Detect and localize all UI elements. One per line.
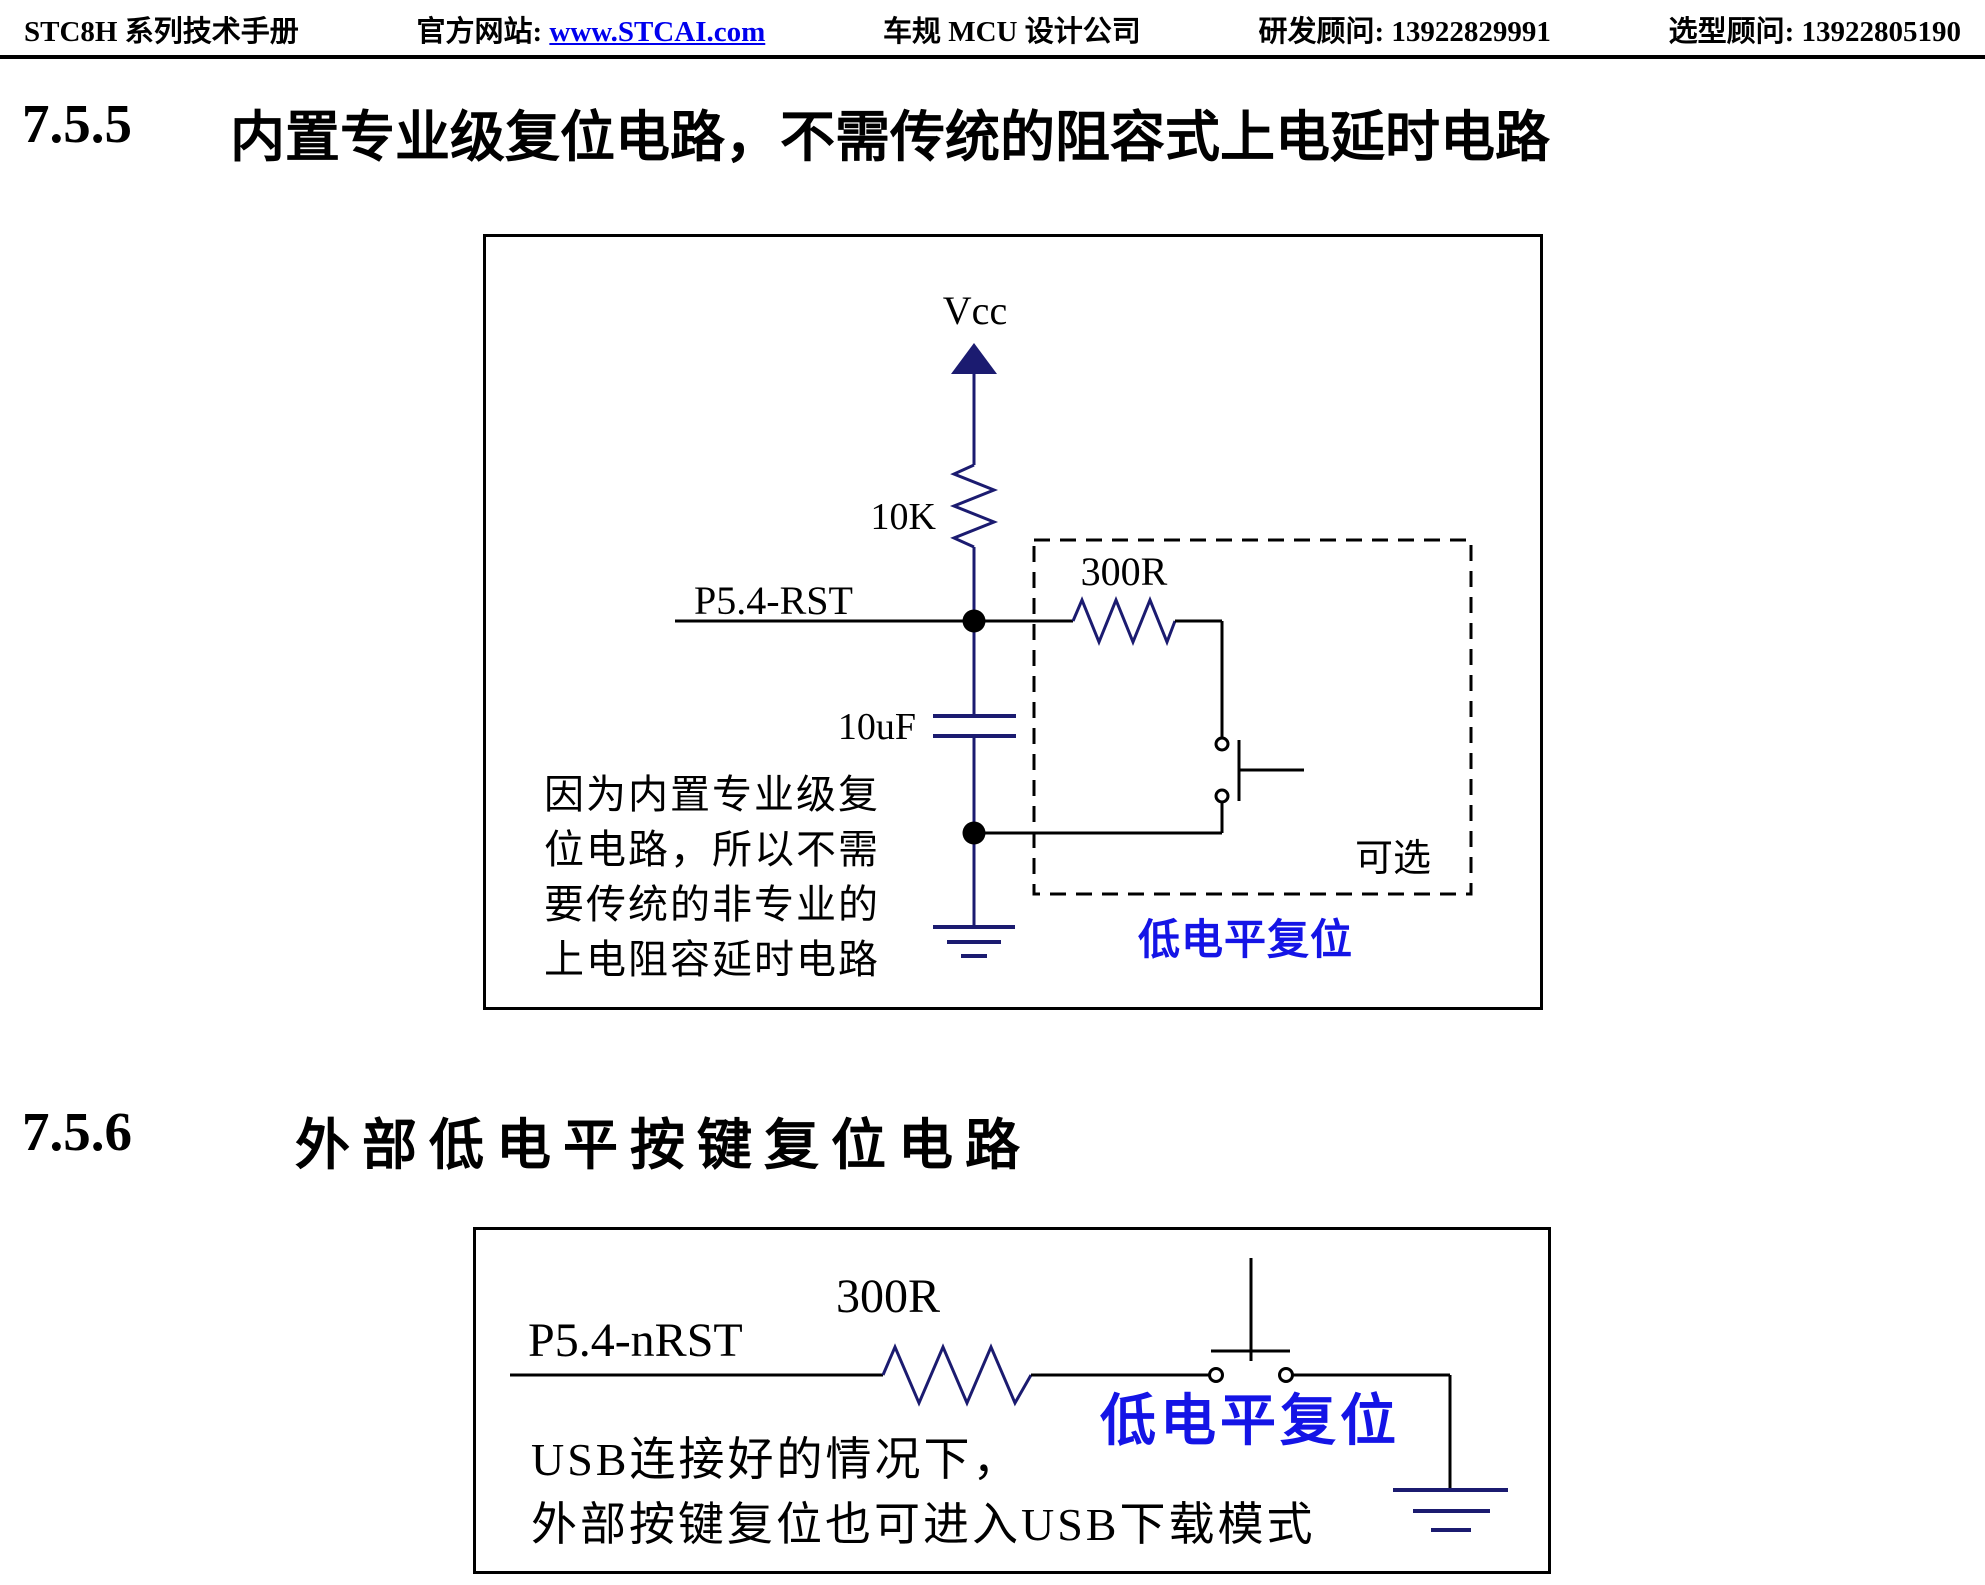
note-line: 要传统的非专业的 (544, 882, 880, 927)
circuit2-box: P5.4-nRST 300R 低电平复位 USB连接好的情况下， 外部按键复位也… (473, 1227, 1551, 1574)
low-level-reset-label: 低电平复位 (1138, 918, 1354, 964)
circuit1-note: 因为内置专业级复 位电路，所以不需 要传统的非专业的 上电阻容延时电路 (544, 767, 880, 987)
section-7-5-6-title: 外部低电平按键复位电路 (295, 1115, 1033, 1176)
note-line: 上电阻容延时电路 (544, 937, 880, 982)
series-resistor-icon (1071, 596, 1177, 647)
website-label: 官方网站: (416, 16, 550, 48)
switch-contact-left (1208, 1367, 1224, 1383)
page-header: STC8H 系列技术手册 官方网站: www.STCAI.com 车规 MCU … (0, 8, 1985, 50)
header-divider (0, 55, 1985, 59)
section-7-5-5-number: 7.5.5 (22, 93, 132, 154)
circuit2-note: USB连接好的情况下， 外部按键复位也可进入USB下载模式 (531, 1427, 1315, 1557)
switch-contact-right (1278, 1367, 1294, 1383)
note-line: USB连接好的情况下， (531, 1434, 1022, 1485)
optional-label: 可选 (1355, 838, 1432, 880)
manual-title: STC8H 系列技术手册 (24, 16, 299, 48)
section-7-5-6-number: 7.5.6 (22, 1101, 132, 1162)
selection-consultant-label: 选型顾问: 13922805190 (1668, 16, 1961, 48)
junction-dot-bottom (962, 821, 986, 845)
vcc-arrow-icon (951, 343, 997, 374)
website-item: 官方网站: www.STCAI.com (416, 8, 765, 50)
company-label: 车规 MCU 设计公司 (882, 16, 1141, 48)
pullup-resistor-icon (949, 463, 999, 549)
low-level-reset-label: 低电平复位 (1100, 1391, 1400, 1453)
pullup-resistor-label: 10K (870, 496, 936, 538)
circuit1-box: Vcc 10K P5.4-RST 300R 10uF 可选 低电平复位 因为内置… (483, 234, 1543, 1010)
rst-pin-label: P5.4-RST (694, 578, 853, 623)
vcc-label: Vcc (942, 288, 1008, 333)
website-link[interactable]: www.STCAI.com (549, 16, 766, 48)
note-line: 因为内置专业级复 (544, 772, 880, 817)
switch-contact-top (1214, 736, 1230, 752)
section-7-5-5-title: 内置专业级复位电路，不需传统的阻容式上电延时电路 (230, 107, 1551, 168)
switch-contact-bottom (1214, 788, 1230, 804)
rd-consultant-label: 研发顾问: 13922829991 (1258, 16, 1551, 48)
note-line: 位电路，所以不需 (544, 827, 880, 872)
capacitor-label: 10uF (837, 706, 916, 748)
series-resistor-label: 300R (1080, 549, 1168, 594)
nrst-pin-label: P5.4-nRST (528, 1314, 743, 1367)
series-resistor-label: 300R (835, 1270, 941, 1323)
junction-dot-top (962, 609, 986, 633)
note-line: 外部按键复位也可进入USB下载模式 (531, 1499, 1316, 1550)
series-resistor-icon (881, 1343, 1033, 1407)
optional-dashed-box (1032, 538, 1473, 896)
circuit2-schematic (510, 1258, 1508, 1532)
circuit1-schematic (675, 343, 1473, 958)
